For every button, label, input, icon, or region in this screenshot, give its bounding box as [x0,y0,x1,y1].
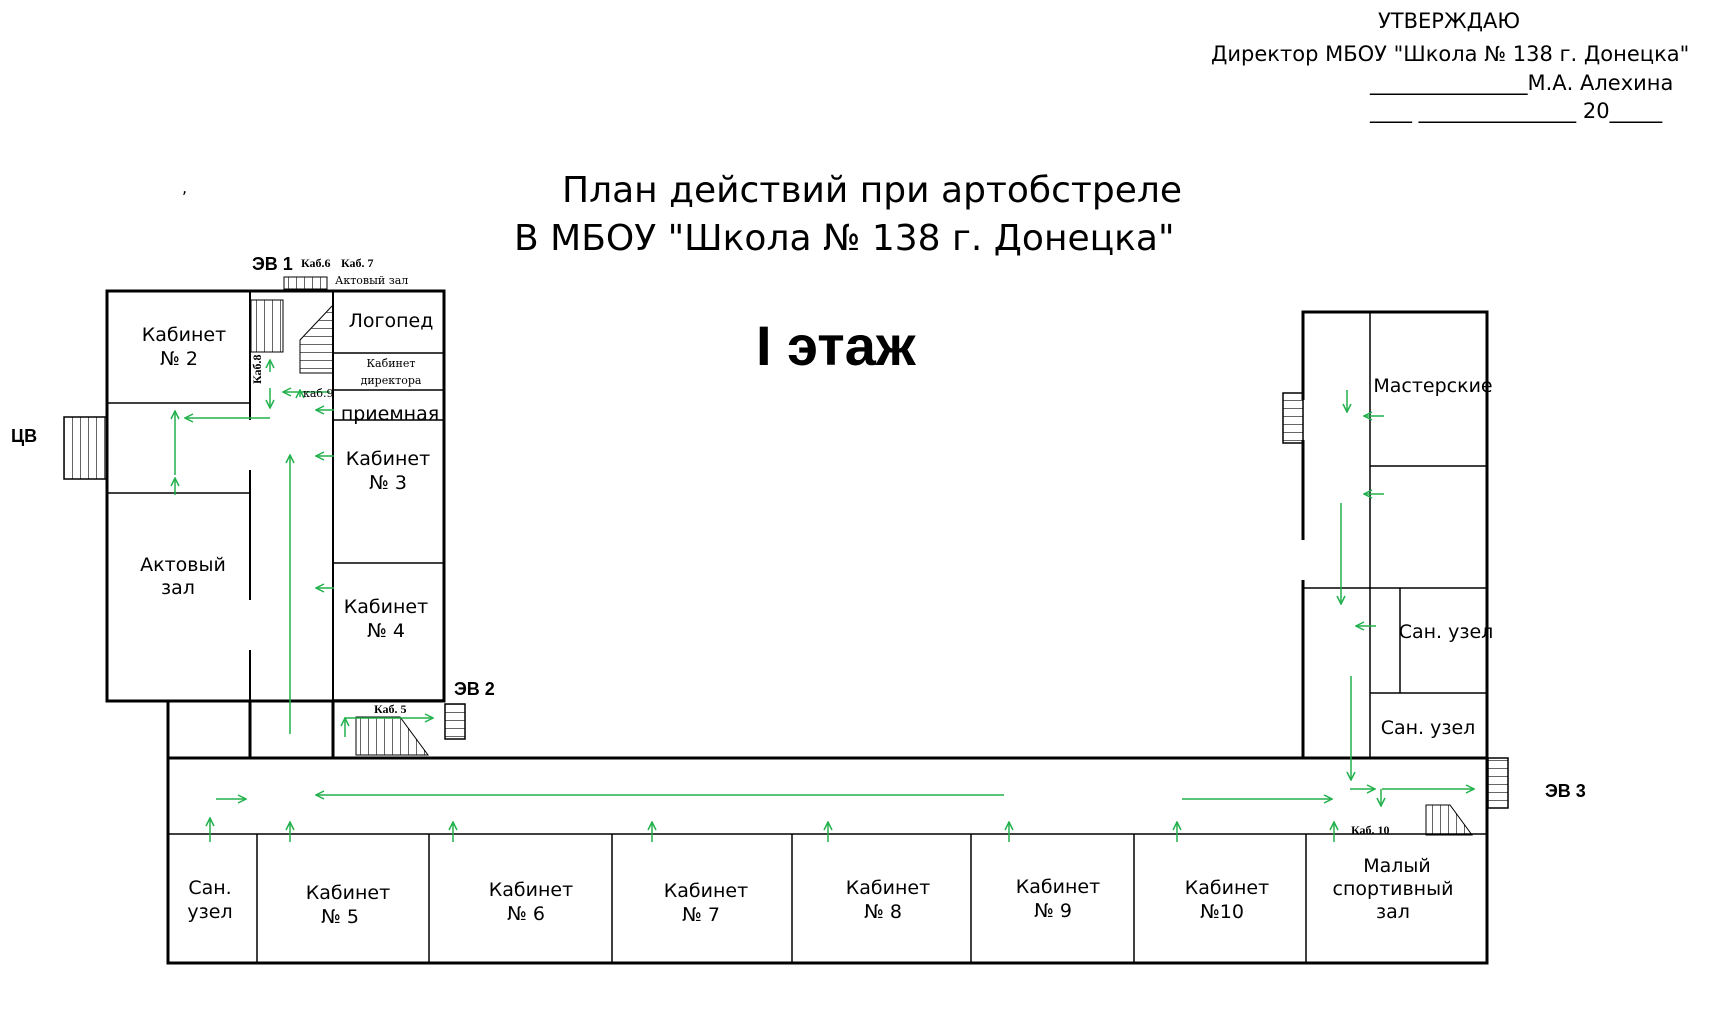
exit-label-ev1: ЭВ 1 [252,254,293,274]
evacuation-arrows [175,360,1474,842]
stair-label: Каб. 7 [341,256,374,270]
left-wing-outer-wall [105,289,446,703]
porch-right-wing [1282,392,1304,444]
stair-ev2 [355,716,429,756]
stair-labels: Каб.6 Каб. 7 Актовый зал Каб.8 каб.9 Каб… [250,256,1390,837]
stair-label: Каб.6 [301,256,331,270]
stairs [63,276,1509,836]
room-label: Кабинет [344,596,428,618]
room-label: Кабинет [346,448,430,470]
porch-ev3 [1487,757,1509,809]
approval-director-line: Директор МБОУ "Школа № 138 г. Донецка" [1211,42,1690,66]
walls [105,289,1489,965]
room-label: Сан. узел [1399,621,1494,643]
stair-label: Актовый зал [335,274,408,287]
stair-label: Каб. 10 [1351,823,1390,837]
exit-labels: ЭВ 1 ЭВ 2 ЭВ 3 ЦВ [11,254,1586,801]
exit-label-ev3: ЭВ 3 [1545,781,1586,801]
room-label: спортивный [1333,878,1454,900]
stair-label: Каб.8 [250,354,264,384]
room-label: Кабинет [1016,876,1100,898]
room-label: Сан. [188,877,231,899]
room-label: № 8 [864,901,902,923]
right-wing-outer-wall [1301,310,1489,760]
room-label: директора [361,374,422,387]
room-label: Кабинет [306,882,390,904]
exit-label-ev2: ЭВ 2 [454,679,495,699]
room-label: узел [187,901,232,923]
room-label: зал [161,577,195,599]
stair-top-entry [283,276,328,290]
main-building-wall [166,756,1489,965]
stray-mark: , [182,178,188,197]
room-label: Кабинет [142,324,226,346]
room-label: № 2 [160,348,198,370]
room-label: № 3 [369,472,407,494]
room-label: Малый [1363,855,1431,877]
room-label: приемная [341,403,439,425]
room-label: Сан. узел [1381,717,1476,739]
approval-date-line: ____ _______________ 20_____ [1370,99,1663,123]
room-label: Кабинет [664,880,748,902]
room-label: Кабинет [846,877,930,899]
plan-subtitle: В МБОУ "Школа № 138 г. Донецка" [514,218,1175,259]
exit-label-cv: ЦВ [11,426,37,446]
approval-heading: УТВЕРЖДАЮ [1378,9,1521,33]
stair-label: каб.9 [303,387,334,400]
room-label: № 4 [367,620,405,642]
room-label: зал [1376,901,1410,923]
room-label: № 6 [507,903,545,925]
room-partitions [107,312,1487,963]
room-label: № 9 [1034,900,1072,922]
room-label: Логопед [349,310,434,332]
room-labels: Кабинет № 2 Логопед Кабинет директора пр… [140,310,1493,928]
stair-ev1-right [299,303,334,374]
room-label: Кабинет [489,879,573,901]
room-label: Кабинет [367,357,416,370]
floor-label: I этаж [756,314,916,377]
plan-title: План действий при артобстреле [562,170,1183,211]
stair-label: Каб. 5 [374,702,407,716]
stair-ev3 [1425,804,1473,836]
room-label: Актовый [140,554,226,576]
approval-signature-line: _______________М.А. Алехина [1370,71,1674,95]
room-label: № 7 [682,904,720,926]
room-label: № 5 [321,906,359,928]
room-label: Мастерские [1373,375,1492,397]
room-label: Кабинет [1185,877,1269,899]
porch-ev2 [444,703,466,740]
porch-cv [63,416,107,480]
room-label: №10 [1200,901,1244,923]
stair-ev1-left [250,299,284,353]
